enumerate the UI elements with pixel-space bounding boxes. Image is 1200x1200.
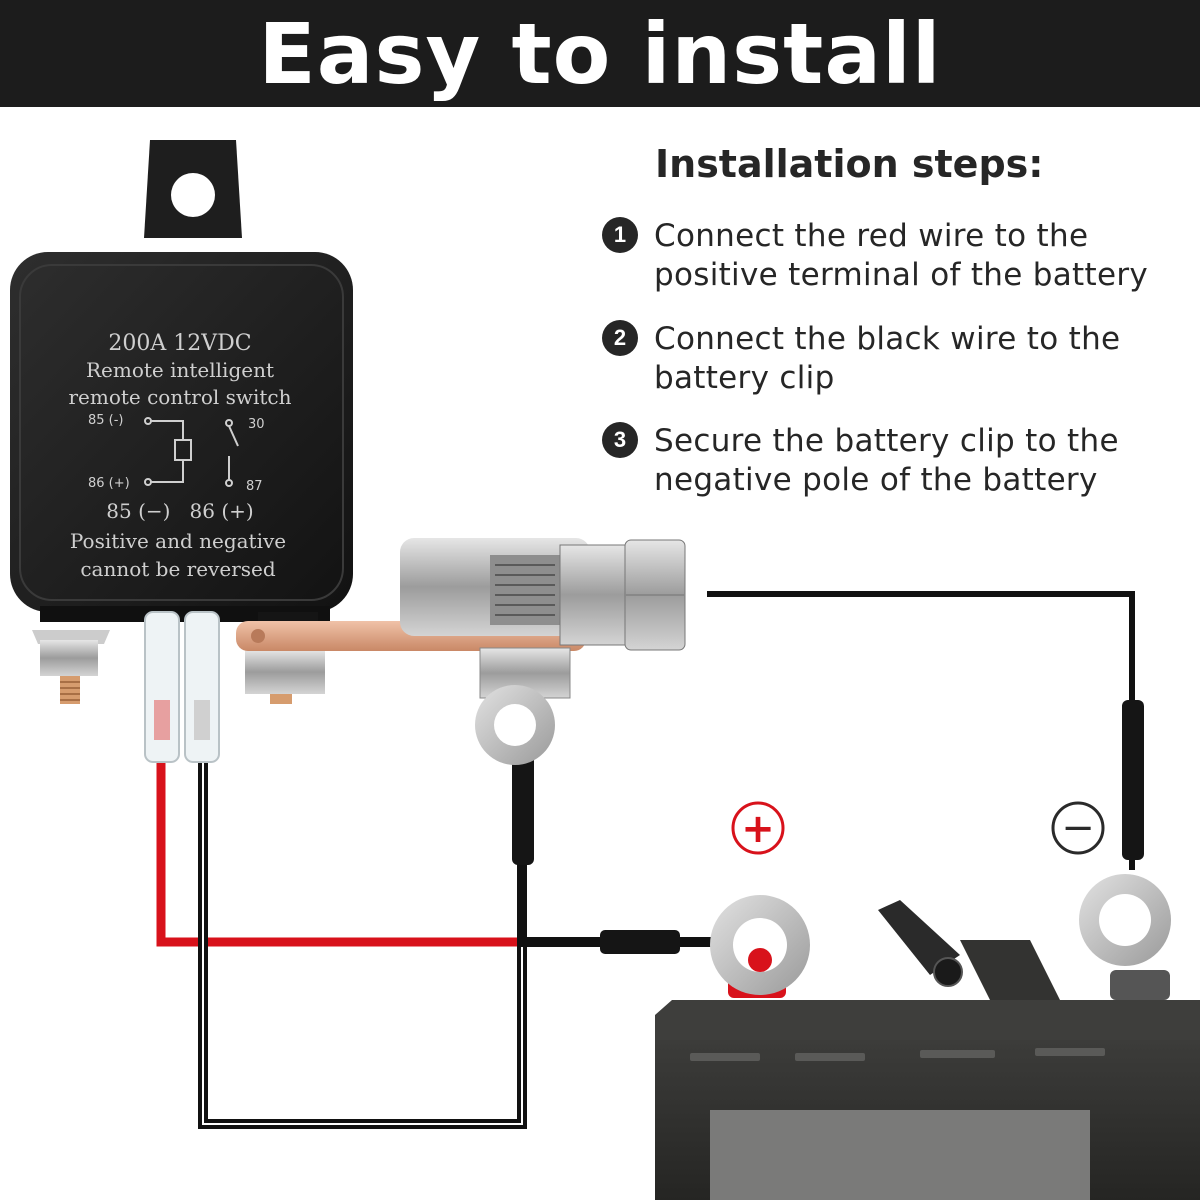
step-1: 1 Connect the red wire to the positive t… [602,217,1192,295]
negative-symbol: − [1061,805,1095,851]
banner-title: Easy to install [258,4,942,103]
red-wire [156,760,520,947]
relay-pin-86: 86 (+) [88,476,130,491]
relay-pin-85: 85 (-) [88,413,124,428]
title-banner: Easy to install [0,0,1200,107]
step-1-line2: positive terminal of the battery [654,257,1149,293]
step-3-line2: negative pole of the battery [654,462,1098,498]
step-2-number-icon: 2 [602,320,638,356]
relay-pin-87: 87 [246,479,263,494]
step-2-line1: Connect the black wire to the [654,321,1121,357]
relay-warning-line1: Positive and negative [70,529,286,553]
relay-switch-icon: 200A 12VDC Remote intelligent remote con… [10,140,353,763]
relay-rating: 200A 12VDC [108,331,251,356]
relay-name-line2: remote control switch [68,385,291,409]
step-1-line1: Connect the red wire to the [654,218,1089,254]
step-3: 3 Secure the battery clip to the negativ… [602,422,1192,500]
battery-icon [655,874,1200,1200]
relay-coil-legend: 85 (−) 86 (+) [106,499,253,523]
step-3-line1: Secure the battery clip to the [654,423,1119,459]
positive-symbol: + [741,806,775,852]
installation-steps-heading: Installation steps: [655,142,1044,186]
wires [156,591,1144,1129]
relay-warning-line2: cannot be reversed [80,557,276,581]
step-1-text: Connect the red wire to the positive ter… [654,217,1148,295]
step-2-text: Connect the black wire to the battery cl… [654,320,1120,398]
step-3-number-icon: 3 [602,422,638,458]
positive-symbol-icon: + [731,801,785,855]
battery-clip-icon [236,538,686,765]
relay-pin-30: 30 [248,417,265,432]
step-3-text: Secure the battery clip to the negative … [654,422,1119,500]
relay-name-line1: Remote intelligent [86,358,274,382]
relay-schematic [144,417,239,487]
step-2-line2: battery clip [654,360,835,396]
step-2: 2 Connect the black wire to the battery … [602,320,1192,398]
positive-cable [517,795,720,947]
step-1-number-icon: 1 [602,217,638,253]
negative-symbol-icon: − [1051,801,1105,855]
